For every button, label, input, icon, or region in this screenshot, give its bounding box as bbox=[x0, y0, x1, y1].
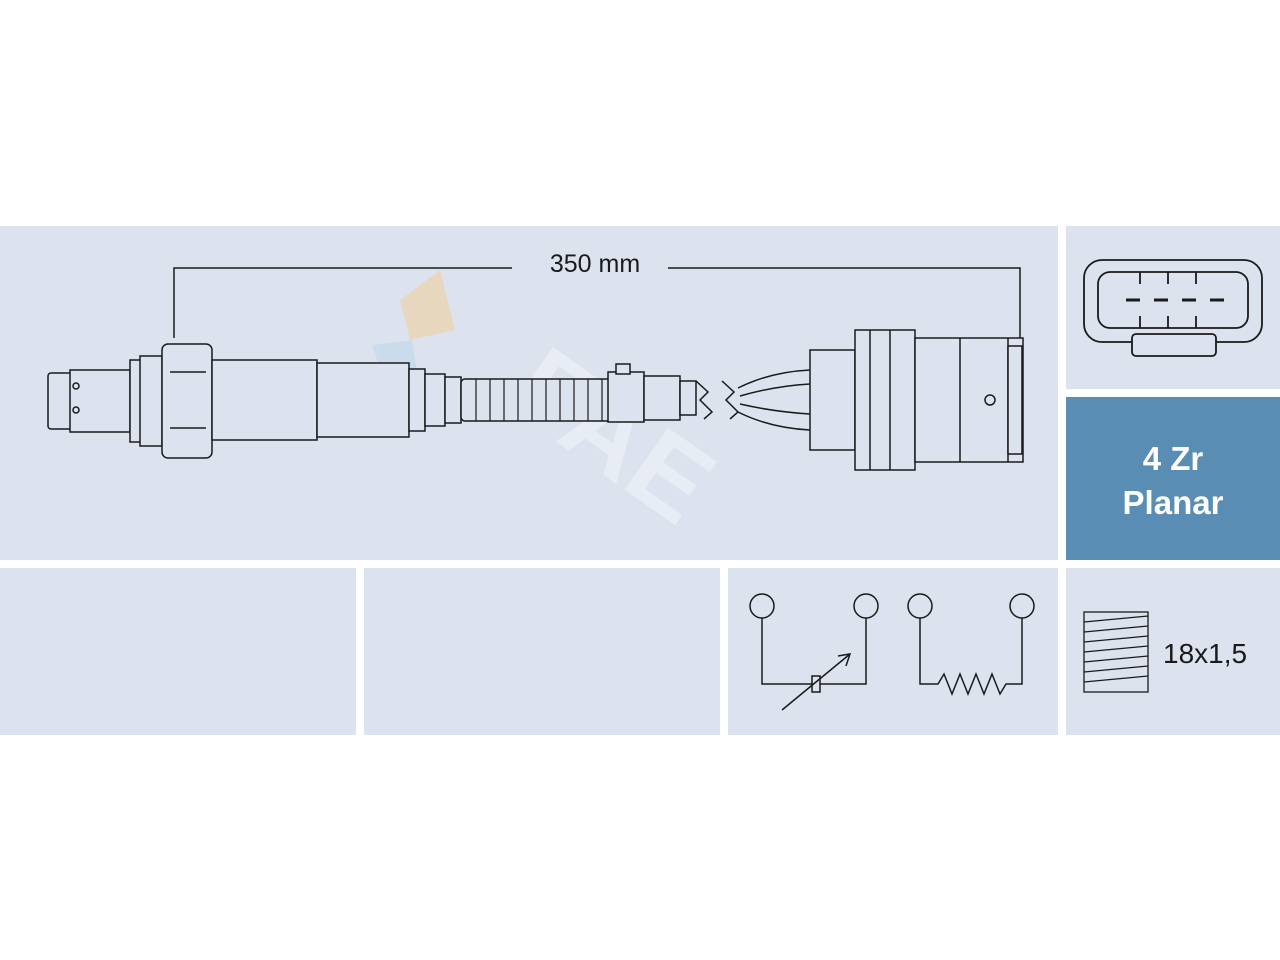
empty-panel-2 bbox=[364, 568, 720, 735]
empty-panel-1 bbox=[0, 568, 356, 735]
connector-panel bbox=[1066, 226, 1280, 389]
sensor-type-line1: 4 Zr bbox=[1142, 440, 1204, 477]
thread-size-label: 18x1,5 bbox=[1163, 638, 1248, 669]
sensor-type-panel bbox=[1066, 397, 1280, 560]
wiring-panel bbox=[728, 568, 1058, 735]
sensor-type-line2: Planar bbox=[1122, 484, 1224, 521]
length-dimension-label: 350 mm bbox=[549, 250, 641, 278]
